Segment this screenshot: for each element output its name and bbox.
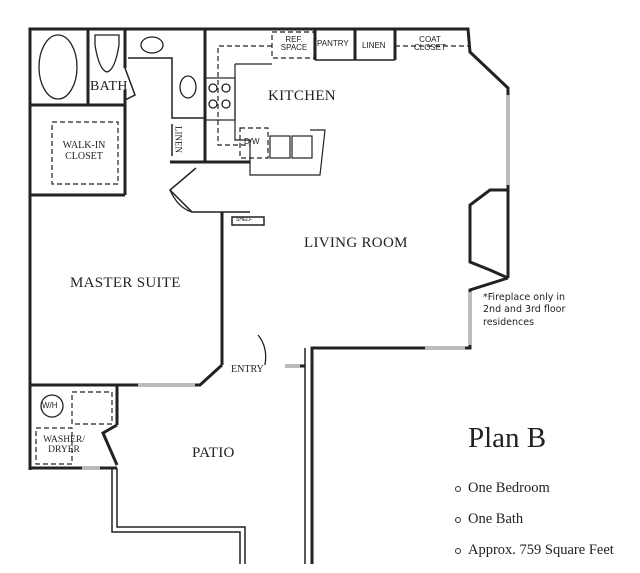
walls (28, 27, 510, 564)
dashed-outlines (35, 31, 468, 465)
room-label-pantry: PANTRY (317, 39, 349, 48)
label-line: SPACE (280, 43, 308, 53)
sink-icon (140, 36, 164, 54)
label-line: REF. (285, 35, 303, 44)
fixtures (38, 34, 267, 418)
label-washer-dryer: WASHER/ DRYER (36, 435, 92, 456)
label-water-heater: W/H (42, 401, 58, 410)
windows (82, 95, 510, 470)
room-label-coat-closet: COAT CLOSET (405, 35, 455, 53)
feature-item: Approx. 759 Square Feet (455, 542, 614, 573)
label-line: CLOSET (413, 43, 446, 53)
room-label-bath: BATH (90, 79, 128, 94)
label-line: DRYER (48, 444, 80, 455)
living-room-right-wall (310, 276, 509, 564)
room-label-master-suite: MASTER SUITE (70, 275, 181, 291)
label-dishwasher: D/W (244, 137, 260, 146)
feature-item: One Bath (455, 511, 614, 542)
room-label-linen: LINEN (362, 41, 386, 50)
room-label-living-room: LIVING ROOM (304, 235, 408, 251)
room-label-walk-in-closet: WALK-IN CLOSET (54, 140, 114, 162)
label-line: COAT (419, 35, 441, 44)
plan-title: Plan B (468, 422, 547, 454)
label-line: CLOSET (65, 150, 103, 162)
room-label-kitchen: KITCHEN (268, 88, 336, 104)
feature-item: One Bedroom (455, 480, 614, 511)
note-line: residences (483, 316, 535, 328)
water-heater-icon (40, 394, 64, 418)
room-label-linen-hall: LINEN (173, 126, 184, 153)
room-label-ref-space: REF. SPACE (278, 35, 310, 53)
label-shelf: SHELF (236, 217, 253, 223)
label-line: WALK-IN (62, 140, 106, 151)
label-line: WASHER/ (43, 435, 85, 445)
room-label-entry: ENTRY (231, 364, 264, 375)
fireplace-note: *Fireplace only in 2nd and 3rd floor res… (483, 292, 565, 329)
room-label-patio: PATIO (192, 445, 235, 461)
bathtub-icon (38, 34, 78, 100)
note-line: 2nd and 3rd floor (483, 304, 566, 316)
fireplace (468, 188, 509, 280)
sink-icon (179, 75, 197, 99)
toilet-icon (94, 34, 120, 73)
feature-list: One Bedroom One Bath Approx. 759 Square … (455, 480, 614, 573)
note-line: *Fireplace only in (483, 292, 566, 303)
